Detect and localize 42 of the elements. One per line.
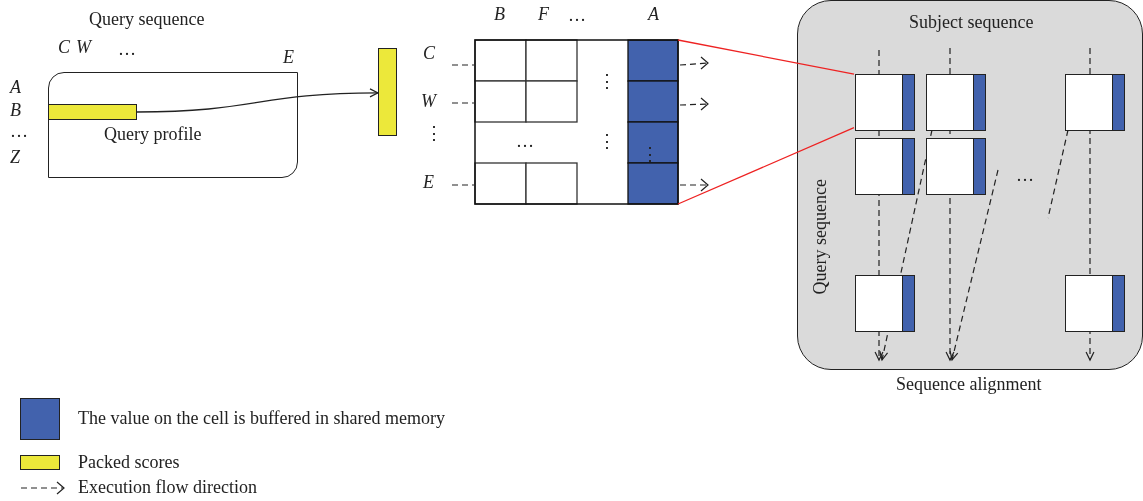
matrix-cell — [1065, 275, 1125, 332]
axis-letter: B — [494, 5, 505, 25]
ellipsis: … — [10, 122, 28, 142]
zoom-line — [677, 39, 855, 75]
axis-letter: A — [648, 5, 659, 25]
ellipsis: ⋮ — [425, 124, 443, 144]
ellipsis: ⋮ — [598, 72, 616, 92]
ellipsis: ⋮ — [598, 132, 616, 152]
matrix-cell — [926, 138, 986, 195]
matrix-cell — [855, 275, 915, 332]
axis-letter: C — [58, 38, 70, 58]
axis-letter: W — [421, 92, 436, 112]
sequence-heading: Query sequence — [89, 10, 205, 30]
arrow — [136, 88, 379, 113]
ellipsis: … — [1016, 166, 1034, 186]
legend-text: The value on the cell is buffered in shared memory — [78, 409, 446, 429]
packed-scores-bar — [378, 48, 397, 136]
score-matrix — [475, 40, 678, 204]
axis-letter: F — [538, 5, 549, 25]
legend-text: Packed scores — [78, 452, 180, 473]
axis-letter: E — [423, 173, 434, 193]
matrix-cell — [855, 74, 915, 131]
axis-letter: A — [10, 78, 21, 98]
zoom-line — [677, 127, 855, 205]
axis-letter: E — [283, 48, 294, 68]
axis-letter: C — [423, 44, 435, 64]
packed-scores-bar — [47, 103, 137, 120]
ellipsis: … — [516, 132, 534, 152]
matrix-cell — [1065, 74, 1125, 131]
matrix-cell — [926, 74, 986, 131]
legend-text: Execution flow direction — [78, 478, 257, 498]
profile-label: Query profile — [104, 125, 202, 145]
axis-letter: B — [10, 101, 21, 121]
axis-letter: W — [76, 38, 91, 58]
panel-caption: Sequence alignment — [896, 375, 1042, 395]
ellipsis: ⋮ — [641, 145, 659, 165]
ellipsis: … — [118, 40, 136, 60]
axis-title: Query sequence — [811, 179, 831, 295]
axis-letter: Z — [10, 148, 20, 168]
matrix-cell — [855, 138, 915, 195]
panel-heading: Subject sequence — [909, 13, 1034, 33]
ellipsis: … — [568, 6, 586, 26]
